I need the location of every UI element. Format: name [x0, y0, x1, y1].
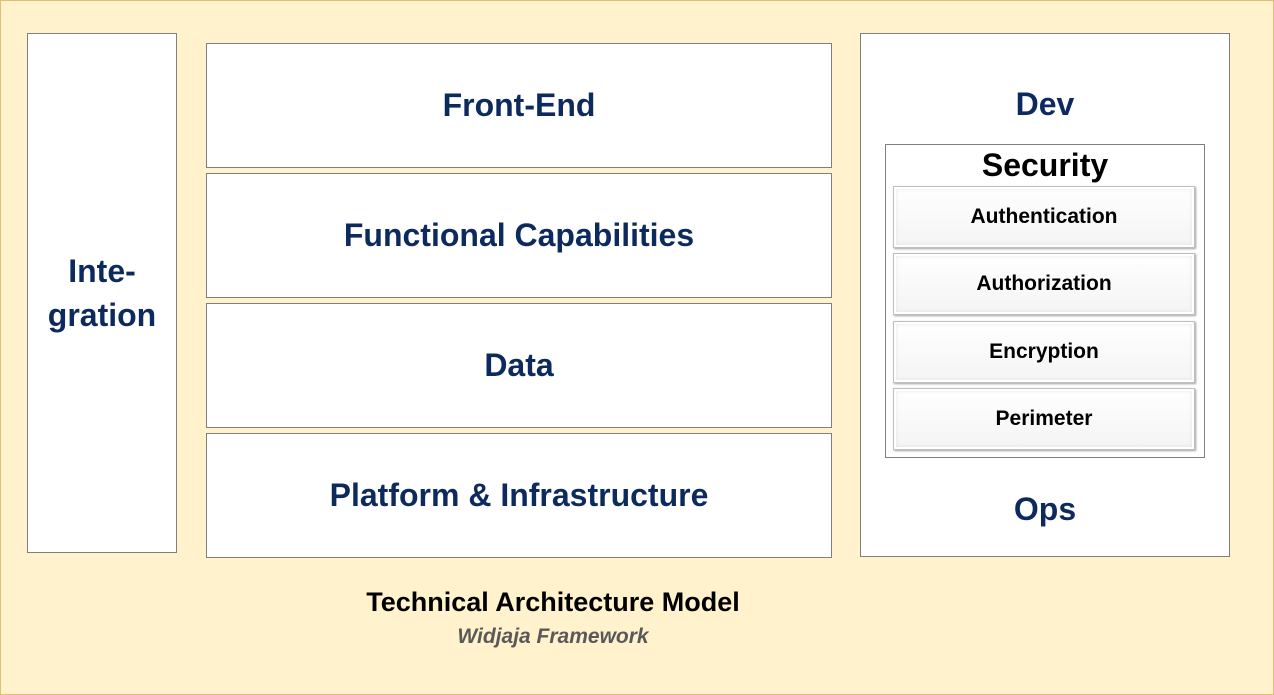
caption-subtitle: Widjaja Framework: [457, 625, 649, 648]
integration-label-line-2: gration: [47, 297, 157, 333]
security-item-label: Encryption: [989, 340, 1099, 363]
integration-label-line-1: Inte-: [68, 253, 136, 289]
security-item-perimeter: Perimeter: [893, 388, 1195, 450]
layer-label: Data: [484, 347, 554, 383]
layer-label: Platform & Infrastructure: [329, 477, 709, 513]
caption-title: Technical Architecture Model: [366, 587, 740, 617]
security-item-label: Perimeter: [995, 407, 1093, 430]
layer-platform-infrastructure: Platform & Infrastructure: [206, 433, 832, 558]
security-panel: Security Authentication Authorization En…: [885, 144, 1205, 458]
security-title: Security: [981, 147, 1109, 183]
layer-functional-capabilities: Functional Capabilities: [206, 173, 832, 298]
ops-label: Ops: [1013, 491, 1077, 527]
integration-block: Inte- gration: [27, 33, 177, 553]
layer-data: Data: [206, 303, 832, 428]
dev-label: Dev: [1015, 86, 1075, 122]
devops-block: Dev Security Authentication Authorizatio…: [860, 33, 1230, 557]
layer-label: Functional Capabilities: [343, 217, 695, 253]
layer-label: Front-End: [442, 87, 596, 123]
security-item-authentication: Authentication: [893, 186, 1195, 248]
layer-front-end: Front-End: [206, 43, 832, 168]
security-item-authorization: Authorization: [893, 253, 1195, 315]
security-item-label: Authorization: [976, 272, 1112, 295]
security-item-encryption: Encryption: [893, 321, 1195, 383]
security-item-label: Authentication: [970, 205, 1118, 228]
